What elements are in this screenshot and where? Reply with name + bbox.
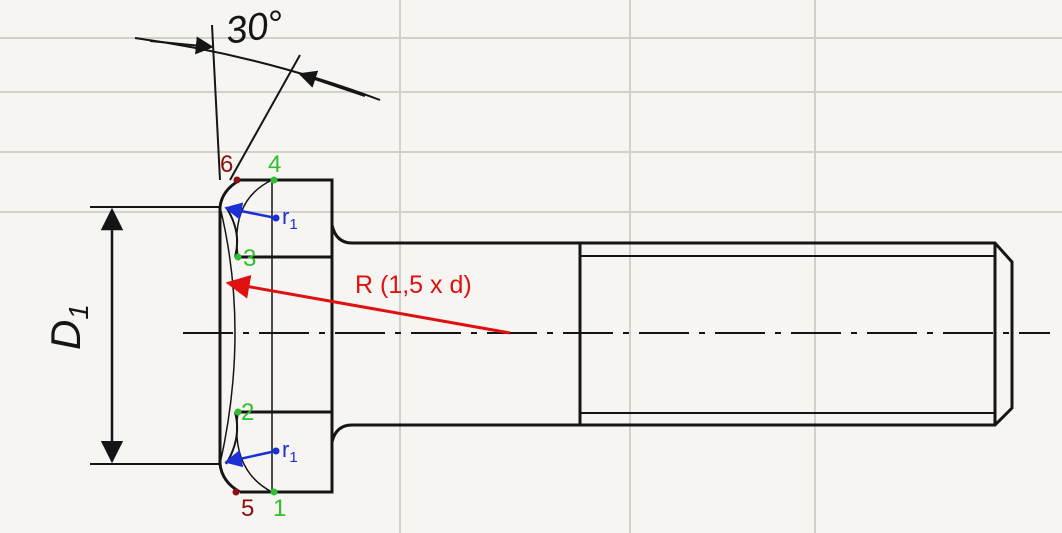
point-5-marker — [232, 488, 240, 496]
angle-label: 30° — [223, 3, 286, 53]
bolt-head — [218, 178, 334, 494]
point-3-marker — [234, 253, 242, 261]
construction-points: 4 6 3 2 5 1 — [220, 151, 286, 522]
diameter-label: D1 — [42, 304, 94, 350]
small-radius-dimensions: r1 r1 — [224, 202, 298, 468]
small-radius-label-bottom: r1 — [282, 437, 298, 466]
bolt-shank — [330, 224, 1014, 443]
point-1-marker — [270, 488, 278, 496]
radius-dimension: R (1,5 x d) — [225, 271, 511, 335]
point-6-label: 6 — [220, 151, 233, 178]
radius-arrow — [225, 274, 511, 335]
point-2-label: 2 — [241, 399, 254, 426]
diameter-dimension: D1 — [42, 206, 220, 465]
angle-dimension: 30° — [134, 3, 381, 181]
point-4-marker — [270, 176, 278, 184]
small-radius-arrow-top — [224, 202, 277, 220]
point-2-marker — [234, 408, 242, 416]
point-5-label: 5 — [241, 495, 254, 522]
radius-label: R (1,5 x d) — [355, 271, 472, 299]
point-1-label: 1 — [273, 495, 286, 522]
small-radius-arrow-bottom — [224, 449, 277, 468]
point-6-marker — [233, 176, 241, 184]
point-4-label: 4 — [268, 151, 281, 178]
small-radius-label-top: r1 — [282, 204, 298, 233]
point-3-label: 3 — [243, 245, 256, 272]
